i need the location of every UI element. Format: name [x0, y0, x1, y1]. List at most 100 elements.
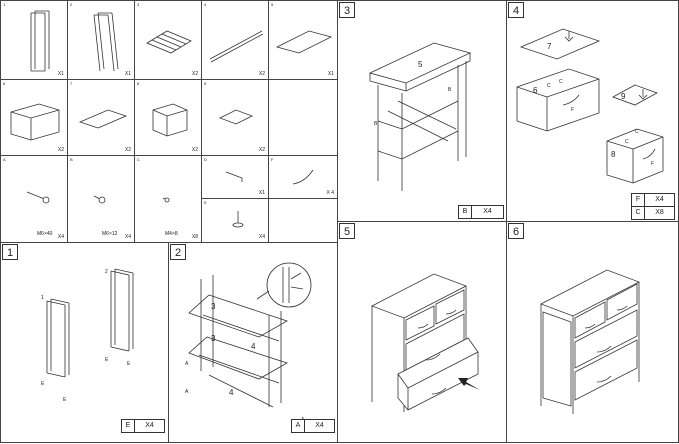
step-3-illustration: 5 B B	[368, 42, 472, 191]
step-1-illustration: 1 2 E E E E	[41, 268, 134, 403]
part-number: 8	[137, 81, 140, 86]
hardware-b-cell: B M6×12 X4	[67, 155, 135, 243]
part-qty: X4	[124, 234, 131, 240]
step-5-illustration	[371, 273, 480, 412]
part-label: E	[41, 381, 45, 387]
part-label: B	[374, 121, 378, 127]
part-label: 3	[211, 334, 216, 343]
large-drawer-bottom-icon	[78, 109, 128, 129]
shelf-frame-icon	[146, 30, 192, 54]
part-number: 4	[204, 2, 207, 7]
part-5-cell: 5 X1	[268, 0, 338, 80]
part-label: 4	[229, 388, 234, 397]
side-frame-left-icon	[30, 10, 50, 72]
part-7-cell: 7 X2	[67, 79, 135, 156]
part-qty: X 4	[326, 190, 334, 196]
part-1-cell: 1 X1	[0, 0, 68, 80]
part-label: 3	[211, 302, 216, 311]
part-number: F	[271, 157, 274, 162]
part-qty: X2	[191, 71, 198, 77]
part-empty-cell	[268, 79, 338, 156]
part-label: 1	[41, 295, 44, 301]
allen-key-icon	[225, 171, 243, 182]
part-label: E	[127, 361, 131, 367]
part-qty: X1	[57, 71, 64, 77]
step-number: 3	[339, 2, 355, 18]
part-6-cell: 6 X2	[0, 79, 68, 156]
hardware-d-cell: D X1	[201, 155, 269, 199]
step-5-panel: 5	[337, 221, 507, 443]
part-qty: X8	[191, 234, 198, 240]
part-number: C	[137, 157, 140, 162]
part-number: 2	[70, 2, 73, 7]
small-drawer-bottom-icon	[219, 109, 253, 125]
part-8-cell: 8 X2	[134, 79, 202, 156]
drawer-handle-icon	[292, 169, 314, 185]
part-qty: X4	[258, 234, 265, 240]
hardware-c-cell: C M4×8 X8	[134, 155, 202, 243]
large-fabric-drawer-icon	[10, 103, 60, 141]
step-number: 6	[508, 223, 524, 239]
part-label: F	[571, 107, 574, 113]
step-number: 4	[508, 2, 524, 18]
rod-icon	[209, 30, 264, 63]
part-number: A	[3, 157, 6, 162]
step-number: 5	[339, 223, 355, 239]
step-number: 2	[170, 244, 186, 260]
part-number: 3	[137, 2, 140, 7]
part-label: C	[625, 139, 629, 145]
long-bolt-icon	[26, 191, 50, 204]
part-number: D	[204, 157, 207, 162]
step-6-panel: 6	[506, 221, 679, 443]
part-label: C	[547, 83, 551, 89]
part-label: B	[448, 87, 452, 93]
part-number: B	[70, 157, 73, 162]
part-qty: X2	[191, 147, 198, 153]
part-qty: X2	[57, 147, 64, 153]
side-frame-right-icon	[93, 12, 119, 72]
part-label: 5	[418, 60, 423, 69]
part-label: 2	[105, 269, 108, 275]
part-label: E	[105, 357, 109, 363]
part-3-cell: 3 X2	[134, 0, 202, 80]
step-4-illustration: 7 6 C C F 9 8 C C F	[516, 28, 664, 184]
part-label: 9	[621, 92, 626, 101]
hardware-f-cell: F X 4	[268, 155, 338, 199]
part-label: 4	[251, 342, 256, 351]
part-label: C	[635, 129, 639, 135]
leveling-foot-icon	[232, 211, 244, 228]
step-6-illustration	[540, 269, 640, 414]
short-bolt-icon	[93, 195, 106, 204]
part-label: A	[185, 389, 189, 395]
part-9-cell: 9 X2	[201, 79, 269, 156]
small-screw-icon	[162, 197, 170, 203]
hardware-empty-cell	[268, 198, 338, 243]
part-label: E	[63, 397, 67, 403]
part-qty: X1	[327, 71, 334, 77]
part-qty: X2	[258, 71, 265, 77]
part-number: 1	[3, 2, 6, 7]
part-label: C	[559, 79, 563, 85]
part-label: A	[185, 361, 189, 367]
part-qty: X2	[258, 147, 265, 153]
top-board-icon	[275, 30, 333, 54]
hardware-a-cell: A M6×40 X4	[0, 155, 68, 243]
part-qty: X4	[57, 234, 64, 240]
part-number: E	[204, 200, 207, 205]
part-4-cell: 4 X2	[201, 0, 269, 80]
part-number: 7	[70, 81, 73, 86]
part-number: 5	[271, 2, 274, 7]
hardware-caption: M6×40	[37, 231, 53, 237]
small-fabric-drawer-icon	[152, 103, 188, 137]
step-number: 1	[2, 244, 18, 260]
part-qty: X2	[124, 147, 131, 153]
part-2-cell: 2 X1	[67, 0, 135, 80]
part-label: 7	[547, 42, 552, 51]
step-2-illustration: 3 3 4 4 A A A	[185, 262, 312, 423]
